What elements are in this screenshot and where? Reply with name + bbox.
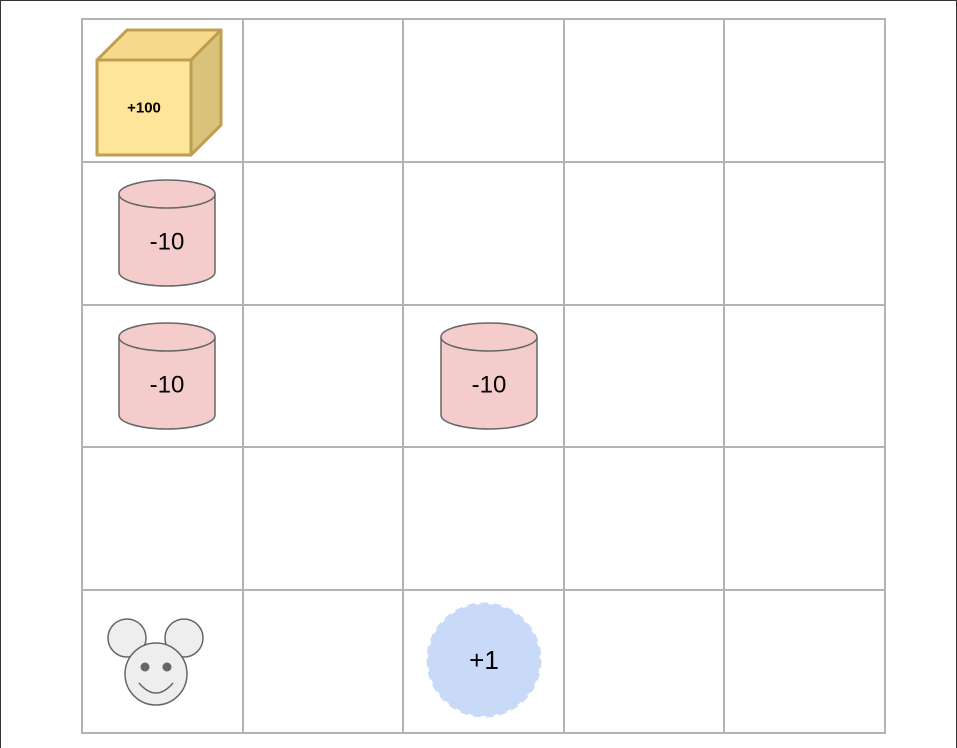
piece-label: -10: [150, 228, 185, 255]
grid-cell: [565, 20, 726, 163]
penalty-cylinder-graphic: -10: [404, 306, 564, 447]
reward-cube-graphic: +100: [82, 20, 242, 161]
grid-cell: +1: [404, 591, 565, 734]
mouse-icon-graphic: [82, 591, 242, 732]
penalty-cylinder-graphic: -10: [82, 163, 242, 304]
penalty-cylinder: -10: [83, 306, 242, 447]
grid-cell: [565, 306, 726, 449]
reward-cube: +100: [83, 20, 242, 161]
grid-cell: [404, 163, 565, 306]
grid-cell: -10: [404, 306, 565, 449]
grid-cell: [244, 591, 405, 734]
grid-cell: [725, 163, 886, 306]
grid-cell: [244, 163, 405, 306]
piece-label: -10: [150, 371, 185, 398]
grid-world: +100 -10 -10 -10 +1: [81, 18, 886, 734]
grid-cell: [83, 591, 244, 734]
grid-cell: [565, 163, 726, 306]
grid-cell: [404, 20, 565, 163]
penalty-cylinder-graphic: -10: [82, 306, 242, 447]
grid-cell: [565, 448, 726, 591]
grid-cell: [244, 448, 405, 591]
piece-label: -10: [471, 371, 506, 398]
grid-cell: [244, 306, 405, 449]
penalty-cylinder: -10: [404, 306, 563, 447]
penalty-cylinder: -10: [83, 163, 242, 304]
small-reward-circle-graphic: +1: [404, 591, 564, 732]
grid-cell: -10: [83, 163, 244, 306]
grid-cell: [725, 448, 886, 591]
grid-cell: [725, 20, 886, 163]
mouse-icon: [83, 591, 242, 732]
grid-cell: [725, 306, 886, 449]
piece-label: +1: [469, 645, 499, 675]
grid-cell: [565, 591, 726, 734]
grid-cell: [404, 448, 565, 591]
piece-label: +100: [127, 99, 161, 116]
grid-cell: [83, 448, 244, 591]
grid-cell: -10: [83, 306, 244, 449]
small-reward-circle: +1: [404, 591, 563, 732]
grid-cell: [725, 591, 886, 734]
grid-cell: [244, 20, 405, 163]
grid-cell: +100: [83, 20, 244, 163]
